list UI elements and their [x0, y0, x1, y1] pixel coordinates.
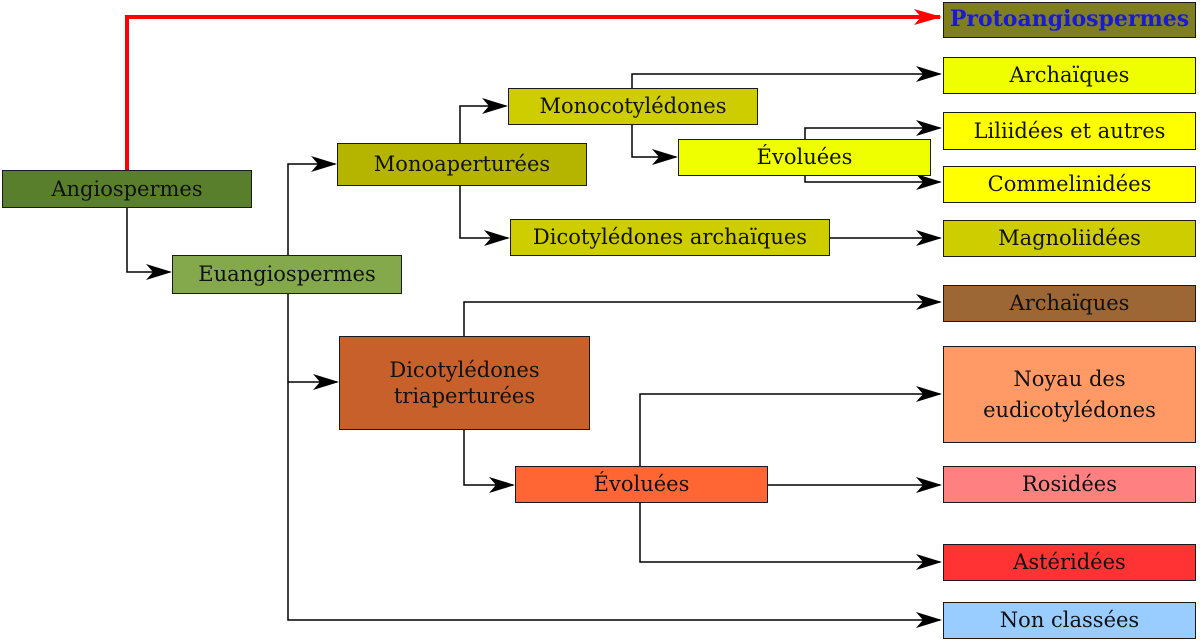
edge-euangio-nonclassees — [287, 382, 942, 628]
node-tri-evoluees: Évoluées — [515, 466, 768, 503]
edge-monocot-archaiques — [631, 66, 942, 88]
node-rosidees: Rosidées — [943, 466, 1196, 503]
node-non-classees: Non classées — [943, 602, 1196, 639]
edge-angio-euangio — [126, 208, 172, 280]
edge-monocot-evoluees — [631, 125, 678, 165]
node-noyau-eudicotyledones: Noyau des eudicotylédones — [943, 346, 1196, 443]
edge-angio-protoangio — [125, 9, 942, 170]
node-monoapertures: Monoaperturées — [337, 143, 587, 186]
node-commelinidees: Commelinidées — [943, 166, 1196, 203]
edge-euangio-monoap — [287, 156, 337, 255]
node-dicot-triaperturees: Dicotylédones triaperturées — [339, 336, 590, 430]
edge-monoap-dicotarch — [459, 186, 510, 246]
node-mono-evoluees: Évoluées — [678, 139, 931, 176]
edge-monoap-monocot — [459, 98, 508, 144]
node-asteridees: Astéridées — [943, 544, 1196, 581]
node-monocotyledones: Monocotylédones — [508, 88, 758, 125]
edge-euangio-dicottri — [287, 294, 339, 390]
edge-evoluees-asteridees — [639, 503, 942, 570]
node-angiospermes: Angiospermes — [2, 170, 252, 208]
edge-evoluees-commelinidees — [804, 174, 942, 190]
node-mono-archaiques: Archaïques — [943, 57, 1196, 94]
node-liliidees: Liliidées et autres — [943, 112, 1196, 150]
edge-evoluees-noyau — [639, 386, 942, 466]
edge-dicottri-archaiques — [463, 294, 942, 336]
node-magnoliidees: Magnoliidées — [943, 220, 1196, 257]
node-dicot-archaiques-right: Archaïques — [943, 285, 1196, 322]
node-dicot-archaiques: Dicotylédones archaïques — [510, 219, 830, 256]
edge-evoluees-liliidees — [804, 120, 942, 140]
node-euangiospermes: Euangiospermes — [172, 255, 402, 294]
edge-dicottri-evoluees — [463, 430, 515, 493]
node-protoangiospermes: Protoangiospermes — [943, 2, 1196, 38]
